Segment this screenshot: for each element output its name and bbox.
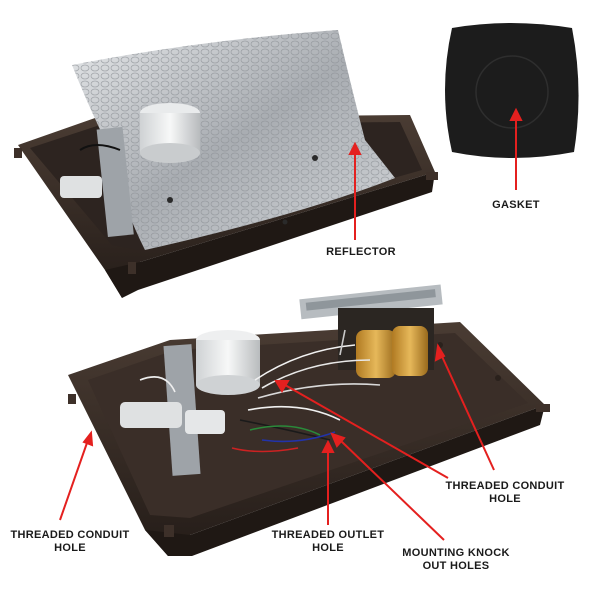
threaded-conduit-hole-right-label: THREADED CONDUIT HOLE (440, 480, 570, 506)
threaded-conduit-hole-left-line2: HOLE (54, 542, 86, 554)
gasket-label: GASKET (486, 199, 546, 212)
threaded-conduit-hole-left-line1: THREADED CONDUIT (10, 529, 130, 541)
annotation-arrows (59, 107, 523, 541)
threaded-outlet-hole-line1: THREADED OUTLET (271, 529, 385, 541)
threaded-conduit-hole-right-line1: THREADED CONDUIT (445, 480, 565, 492)
reflector (72, 30, 395, 250)
ballast-assembly (299, 284, 443, 378)
threaded-conduit-hole-right-line2: HOLE (489, 493, 521, 505)
reflector-label-text: REFLECTOR (326, 246, 396, 258)
mounting-knock-out-holes-line2: OUT HOLES (422, 560, 490, 572)
threaded-conduit-hole-left-label: THREADED CONDUIT HOLE (4, 529, 136, 555)
threaded-outlet-hole-label: THREADED OUTLET HOLE (264, 529, 392, 555)
mounting-knock-out-holes-line1: MOUNTING KNOCK (402, 547, 510, 559)
wiring (139, 329, 381, 453)
threaded-outlet-hole-line2: HOLE (312, 542, 344, 554)
top-socket-assembly (60, 103, 200, 238)
gasket-label-text: GASKET (492, 199, 540, 211)
bottom-socket-assembly (120, 330, 260, 476)
gasket (445, 23, 579, 158)
mounting-knock-out-holes-label: MOUNTING KNOCK OUT HOLES (396, 547, 516, 573)
reflector-label: REFLECTOR (318, 246, 404, 259)
